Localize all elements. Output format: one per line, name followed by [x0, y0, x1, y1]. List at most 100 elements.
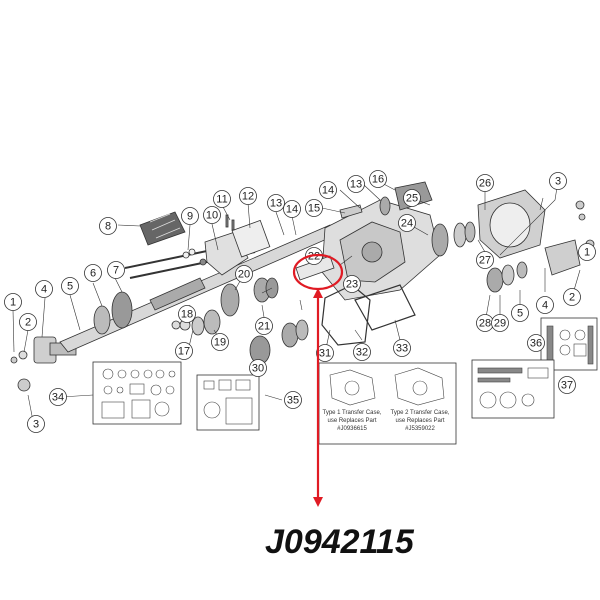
- callout-number: 22: [308, 251, 320, 263]
- callout-circle: [527, 334, 545, 352]
- callout-30: 30: [249, 359, 267, 377]
- callout-21: 21: [255, 317, 273, 335]
- callout-number: 4: [542, 300, 548, 312]
- callout-4: 4: [35, 280, 53, 298]
- callout-circle: [203, 206, 221, 224]
- callout-17: 17: [175, 342, 193, 360]
- callout-circle: [235, 265, 253, 283]
- callout-circle: [267, 194, 285, 212]
- callout-number: 33: [396, 343, 408, 355]
- callout-number: 34: [52, 392, 64, 404]
- callout-35: 35: [284, 391, 302, 409]
- callout-number: 6: [90, 268, 96, 280]
- callout-number: 5: [517, 308, 523, 320]
- callout-25: 25: [403, 189, 421, 207]
- callout-circle: [175, 342, 193, 360]
- callout-number: 3: [555, 176, 561, 188]
- callout-number: 28: [479, 318, 491, 330]
- part-number-label: J0942115: [265, 523, 415, 561]
- callout-circle: [353, 343, 371, 361]
- shift-fork: [204, 219, 271, 276]
- callout-circle: [511, 304, 529, 322]
- callout-13: 13: [267, 194, 285, 212]
- callout-number: 1: [584, 247, 590, 259]
- callout-number: 26: [479, 178, 491, 190]
- callout-3: 3: [549, 172, 567, 190]
- svg-text:Type 2 Transfer Case,: Type 2 Transfer Case,: [390, 410, 449, 416]
- callout-circle: [393, 339, 411, 357]
- callout-2: 2: [563, 288, 581, 306]
- kit-34-box: [92, 361, 182, 425]
- callout-number: 14: [322, 185, 334, 197]
- kit-37-box: [471, 359, 555, 419]
- callout-circle: [403, 189, 421, 207]
- callout-circle: [284, 391, 302, 409]
- callout-6: 6: [84, 264, 102, 282]
- callout-14: 14: [283, 200, 301, 218]
- callout-2: 2: [19, 313, 37, 331]
- callout-circle: [35, 280, 53, 298]
- callout-number: 31: [319, 348, 331, 360]
- callout-13: 13: [347, 175, 365, 193]
- callout-circle: [476, 174, 494, 192]
- callout-number: 20: [238, 269, 250, 281]
- callout-circle: [61, 277, 79, 295]
- callout-number: 5: [67, 281, 73, 293]
- callout-circle: [239, 187, 257, 205]
- callout-7: 7: [107, 261, 125, 279]
- callout-37: 37: [558, 376, 576, 394]
- callout-number: 13: [270, 198, 282, 210]
- callout-34: 34: [49, 388, 67, 406]
- callout-11: 11: [213, 190, 231, 208]
- callout-number: 2: [25, 317, 31, 329]
- callout-number: 9: [187, 211, 193, 223]
- callout-circle: [27, 415, 45, 433]
- callout-number: 27: [479, 255, 491, 267]
- callout-number: 24: [401, 218, 413, 230]
- callout-circle: [343, 275, 361, 293]
- callout-5: 5: [511, 304, 529, 322]
- svg-text:#J5359022: #J5359022: [405, 426, 435, 432]
- callout-circle: [491, 314, 509, 332]
- kit-35-box: [196, 374, 260, 431]
- highlight-arrow: [313, 288, 323, 507]
- callout-number: 19: [214, 337, 226, 349]
- callout-number: 35: [287, 395, 299, 407]
- callout-3: 3: [27, 415, 45, 433]
- callout-number: 18: [181, 309, 193, 321]
- callout-26: 26: [476, 174, 494, 192]
- callout-number: 2: [569, 292, 575, 304]
- callout-19: 19: [211, 333, 229, 351]
- callout-number: 14: [286, 204, 298, 216]
- callout-1: 1: [578, 243, 596, 261]
- bolts: [17, 200, 586, 392]
- callout-8: 8: [99, 217, 117, 235]
- callout-1: 1: [4, 293, 22, 311]
- callout-number: 17: [178, 346, 190, 358]
- svg-text:Type 1 Transfer Case,: Type 1 Transfer Case,: [322, 410, 381, 416]
- callout-14: 14: [319, 181, 337, 199]
- callout-32: 32: [353, 343, 371, 361]
- callout-number: 21: [258, 321, 270, 333]
- svg-text:#J0936615: #J0936615: [337, 426, 367, 432]
- callout-circle: [211, 333, 229, 351]
- callout-36: 36: [527, 334, 545, 352]
- svg-text:use Replaces Part: use Replaces Part: [395, 418, 444, 424]
- callout-circle: [476, 251, 494, 269]
- callout-number: 1: [10, 297, 16, 309]
- callout-9: 9: [181, 207, 199, 225]
- callout-number: 7: [113, 265, 119, 277]
- callout-number: 25: [406, 193, 418, 205]
- callout-number: 10: [206, 210, 218, 222]
- inset-caption-left: Type 1 Transfer Case, use Replaces Part …: [322, 410, 381, 432]
- callout-number: 12: [242, 191, 254, 203]
- inset-caption-right: Type 2 Transfer Case, use Replaces Part …: [390, 410, 449, 432]
- callout-20: 20: [235, 265, 253, 283]
- callout-28: 28: [476, 314, 494, 332]
- callout-circle: [578, 243, 596, 261]
- callout-circle: [49, 388, 67, 406]
- callout-15: 15: [305, 199, 323, 217]
- callout-circle: [319, 181, 337, 199]
